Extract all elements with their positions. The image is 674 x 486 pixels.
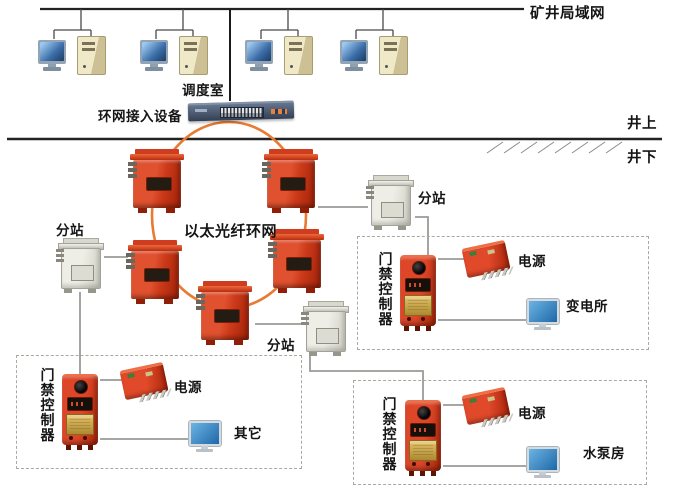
ground-hatching [486,141,623,154]
pc-tower-icon [379,36,408,75]
workstation-pair-2 [140,36,210,78]
workstation-pair-1 [38,36,108,78]
location-label-other: 其它 [234,426,262,442]
crt-monitor-icon [340,40,368,64]
ring-switch-mid-right [268,229,324,293]
display-transformer [527,299,559,330]
pc-tower-icon [77,36,106,75]
pc-tower-icon [179,36,208,75]
power-label-other: 电源 [174,380,202,396]
pc-tower-icon [284,36,313,75]
dispatch-room-label: 调度室 [182,83,224,99]
crt-monitor-icon [245,40,273,64]
ring-access-label: 环网接入设备 [98,109,182,125]
door-controller-transformer [398,255,438,331]
substation-label-left: 分站 [56,223,84,239]
underground-label: 井下 [627,150,657,166]
ring-switch-bottom [196,281,252,345]
display-pump [527,447,559,478]
mine-lan-label: 矿井局域网 [530,6,605,22]
substation-label-bottom: 分站 [267,338,295,354]
crt-monitor-icon [140,40,168,64]
zone-transformer [357,236,649,350]
substation-box-left [56,238,104,293]
location-label-pump: 水泵房 [583,446,625,462]
display-other [189,421,221,452]
substation-label-right: 分站 [418,191,446,207]
substation-box-right [366,175,414,230]
door-controller-other [60,374,100,450]
zone-pump-room [353,380,647,485]
fiber-ring-label: 以太光纤环网 [184,222,278,240]
workstation-pair-4 [340,36,410,78]
ring-switch-top-right [262,149,318,213]
ring-access-switch-icon [187,100,295,122]
door-controller-label-pump: 门禁控制器 [382,397,397,474]
zone-other [16,355,302,469]
camera-icon [74,380,88,394]
crt-monitor-icon [38,40,66,64]
door-controller-pump [403,400,443,476]
substation-box-bottom [301,301,349,356]
door-controller-label-transformer: 门禁控制器 [378,252,393,329]
power-label-pump: 电源 [518,406,546,422]
location-label-transformer: 变电所 [566,299,608,315]
camera-icon [412,261,426,275]
ring-switch-top-left [128,149,184,213]
door-controller-label-other: 门禁控制器 [40,368,55,445]
power-label-transformer: 电源 [518,254,546,270]
workstation-pair-3 [245,36,315,78]
ring-switch-mid-left [126,240,182,304]
surface-label: 井上 [627,116,657,132]
device-links [79,206,528,467]
camera-icon [417,406,431,420]
